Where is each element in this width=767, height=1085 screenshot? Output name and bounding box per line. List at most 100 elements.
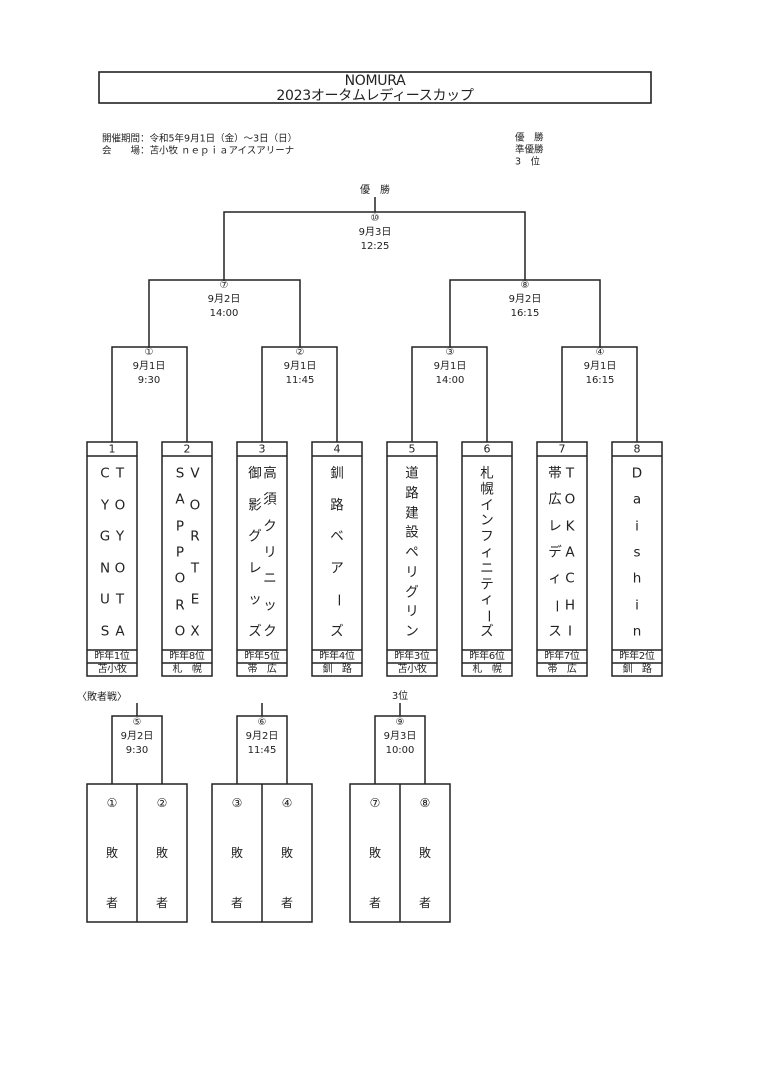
semi-7-bracket-line [148,279,301,347]
team-name-char: P [175,517,185,534]
team-name-char: T [565,465,575,482]
match-m6: ⑥ 9月2日 11:45 [232,716,292,758]
team-last-year-rank: 昨年3位 [394,650,430,662]
match-number: ⑧ [520,280,530,291]
match-number: ④ [595,347,605,358]
team-name-char: T [115,591,125,608]
match-final: ⑩ 9月3日 12:25 [345,212,405,254]
m6-bracket-line [236,715,288,784]
loser-slot-text: 敗 [418,846,432,860]
team-box-outline [611,441,663,677]
match-time: 14:00 [435,375,465,386]
team-name-char: C [565,570,575,587]
team-last-year-rank: 昨年7位 [544,650,580,662]
team-name-char: D [631,465,643,482]
team-name-char: 路 [405,485,419,501]
team-last-year-rank: 昨年2位 [619,650,655,662]
match-time: 10:00 [385,745,415,756]
match-qf-3: ③ 9月1日 14:00 [420,346,480,388]
team-name-char: Y [100,496,110,513]
loser-slot-text: 者 [368,896,382,910]
match-number: ② [295,347,305,358]
team-name-char: O [114,496,126,513]
team-name-char: 帯 [548,465,562,482]
team-name-char: デ [548,544,562,561]
match-date: 9月1日 [433,361,467,372]
standing-label-champion: 優 勝 [515,132,544,144]
team-name-char: R [190,528,200,545]
team-name-char: I [568,623,572,640]
team-name-char: ィ [480,591,494,608]
team-name-char: リ [405,564,419,580]
match-date: 9月1日 [132,361,166,372]
match-number: ⑦ [219,280,229,291]
team-name-char: イ [480,496,494,513]
match-date: 9月2日 [508,294,542,305]
team-name-char: A [565,544,575,561]
team-name-char: グ [248,528,262,545]
team-box-outline [536,441,588,677]
match-number: ⑥ [257,717,267,728]
team-last-year-rank: 昨年6位 [469,650,505,662]
team-name-char: O [174,623,186,640]
qf-1-bracket-line [111,346,188,442]
m5-bracket-line [111,715,163,784]
loser-slot-ref: ② [156,796,168,810]
team-name-char: 高 [263,465,277,482]
match-time: 16:15 [510,308,540,319]
team-name-char: ク [263,623,277,640]
team-box-outline [386,441,438,677]
team-region: 札 幌 [472,663,502,675]
team-name-char: S [175,465,185,482]
team-name-char: n [632,623,642,640]
qf-2-bracket-line [261,346,338,442]
match-semi-8: ⑧ 9月2日 16:15 [495,279,555,321]
match-date: 9月2日 [245,731,279,742]
team-name-char: レ [548,517,562,534]
team-name-char: ペ [405,544,419,561]
team-name-char: 釧 [330,465,344,482]
match-qf-4: ④ 9月1日 16:15 [570,346,630,388]
match-semi-7: ⑦ 9月2日 14:00 [194,279,254,321]
match-time: 11:45 [247,745,277,756]
team-seed-number: 4 [333,442,341,456]
loser-slot-ref: ⑧ [419,796,431,810]
match-number: ① [144,347,154,358]
team-name-char: 御 [248,465,262,482]
team-name-char: ッ [248,591,262,608]
team-name-char: O [174,570,186,587]
team-name-char: ィ [548,570,562,587]
team-name-char: 札 [480,465,494,482]
team-name-char: テ [480,575,494,592]
loser-slot-ref: ⑦ [369,796,381,810]
team-box-outline [86,441,138,677]
m9-bracket-line [374,715,426,784]
team-name-char: Y [115,528,125,545]
team-last-year-rank: 昨年4位 [319,650,355,662]
team-name-char: フ [480,528,494,545]
team-name-char: U [100,591,110,608]
third-place-label: 3位 [391,691,409,702]
team-last-year-rank: 昨年5位 [244,650,280,662]
team-name-char: 幌 [480,481,494,498]
team-name-char: 影 [248,496,262,513]
team-name-char: レ [248,560,262,577]
match-date: 9月2日 [207,294,241,305]
loser-slot-text: 敗 [280,846,294,860]
loser-slot-text: 者 [230,896,244,910]
team-name-char: ー [479,609,496,623]
team-name-char: 広 [548,491,562,508]
team-name-char: s [633,544,641,561]
team-name-char: a [632,491,642,508]
team-seed-number: 5 [408,442,416,456]
team-name-char: O [114,560,126,577]
team-box-outline [236,441,288,677]
team-name-char: ー [547,598,564,613]
final-bracket-line [223,211,526,280]
match-qf-1: ① 9月1日 9:30 [119,346,179,388]
title-box [98,71,652,104]
match-m5: ⑤ 9月2日 9:30 [107,716,167,758]
team-name-char: ィ [480,544,494,561]
team-name-char: A [175,491,185,508]
match-date: 9月3日 [383,731,417,742]
